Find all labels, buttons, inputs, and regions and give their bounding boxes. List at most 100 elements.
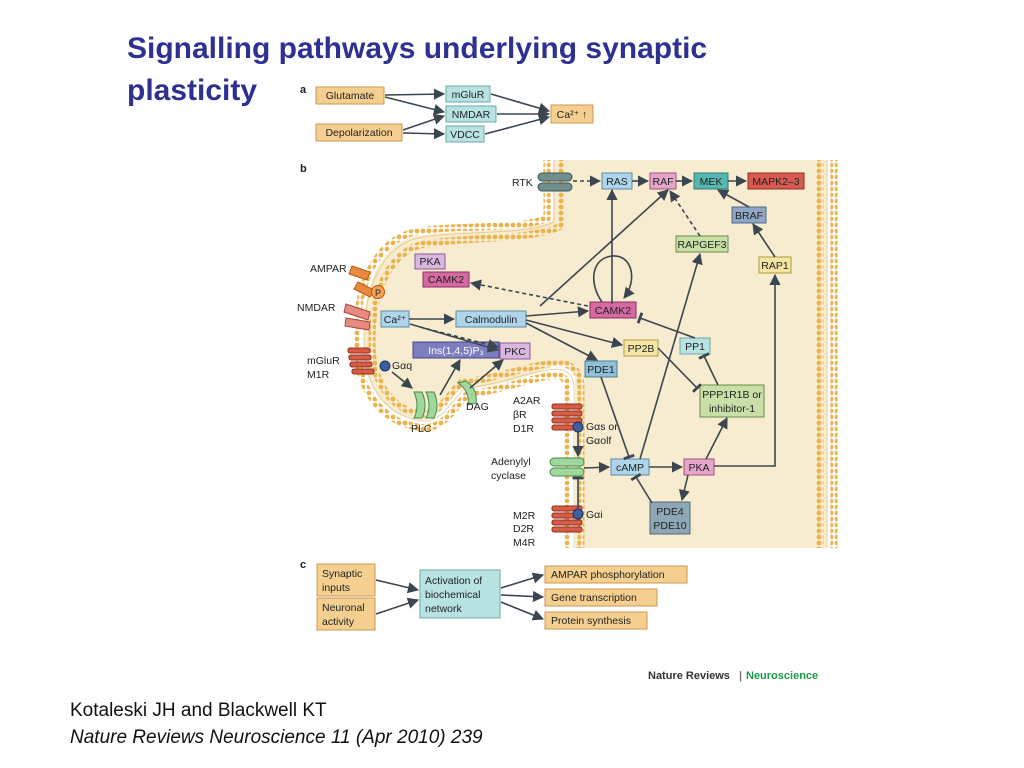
panel-a: a Glutamate Depolarization mGluR NMDAR V… <box>300 84 594 143</box>
pathway-arrows <box>391 175 781 508</box>
panel-c-label: c <box>300 559 306 571</box>
phospho-label: P <box>375 288 381 298</box>
activation-label-3: network <box>425 603 463 615</box>
panel-c-arrows <box>375 572 545 621</box>
activation-box <box>419 569 501 619</box>
mapk-label: MAPK2–3 <box>752 176 799 188</box>
pde4-box <box>649 501 691 535</box>
neuronal-activity-box <box>316 597 376 631</box>
vdcc-box-a <box>445 125 485 143</box>
adenylyl-label: Adenylyl <box>491 456 531 468</box>
golf-label: Gαolf <box>586 435 611 447</box>
synaptic-inputs-label-1: Synaptic <box>322 568 362 580</box>
panel-b: b <box>297 160 838 549</box>
ras-label: RAS <box>606 176 628 188</box>
synaptic-inputs-box <box>316 563 376 597</box>
mglur-label-a: mGluR <box>452 89 485 101</box>
dag-label: DAG <box>466 401 489 413</box>
mglur-label-b: mGluR <box>307 355 340 367</box>
protein-synthesis-box <box>544 611 648 630</box>
camp-label: cAMP <box>616 462 644 474</box>
calmodulin-label: Calmodulin <box>465 314 518 326</box>
activation-label-2: biochemical <box>425 589 480 601</box>
protein-synthesis-label: Protein synthesis <box>551 615 631 627</box>
vdcc-label-a: VDCC <box>450 129 480 141</box>
camk2-box <box>589 301 637 319</box>
ampar-phosphorylation-box <box>544 565 688 584</box>
braf-label: BRAF <box>735 210 763 222</box>
rtk-label: RTK <box>512 177 533 189</box>
depolarization-box <box>315 123 403 142</box>
node-labels: RAS RAF MEK MAPK2–3 BRAF RAPGEF3 RAP1 PK… <box>384 176 800 532</box>
pka-spine-box <box>414 253 446 270</box>
gs-label: Gαs or <box>586 421 618 433</box>
panel-a-label: a <box>300 84 307 96</box>
m4r-label: M4R <box>513 537 536 549</box>
gene-transcription-box <box>544 588 658 607</box>
ppp1r1b-label-2: inhibitor-1 <box>709 403 755 415</box>
neuronal-activity-label-1: Neuronal <box>322 602 365 614</box>
d1r-label: D1R <box>513 423 534 435</box>
mek-label: MEK <box>700 176 723 188</box>
calcium-up-box <box>550 104 594 124</box>
membrane-labels: RTK AMPAR NMDAR mGluR M1R PLC DAG A2AR β… <box>297 177 618 549</box>
pp2b-label: PP2B <box>628 343 655 355</box>
cyclase-label: cyclase <box>491 470 526 482</box>
branding-separator: | <box>739 670 742 682</box>
branding-section: Neuroscience <box>746 670 818 682</box>
citation-authors: Kotaleski JH and Blackwell KT <box>70 700 327 721</box>
slide-title: Signalling pathways underlying synaptic … <box>127 32 708 107</box>
pkc-label: PKC <box>504 346 526 358</box>
citation-journal: Nature Reviews Neuroscience 11 (Apr 2010… <box>70 727 483 748</box>
d2r-label: D2R <box>513 523 534 535</box>
calmodulin-box <box>455 310 527 328</box>
m1r-label: M1R <box>307 369 330 381</box>
pka-box <box>683 458 715 476</box>
neuronal-activity-label-2: activity <box>322 616 355 628</box>
rapgef3-label: RAPGEF3 <box>677 239 726 251</box>
gq-label: Gαq <box>392 360 412 372</box>
pde10-label: PDE10 <box>653 520 686 532</box>
br-label: βR <box>513 409 527 421</box>
membrane-proteins <box>343 172 585 533</box>
camk2-spine-box <box>422 271 470 288</box>
rapgef3-box <box>675 235 729 253</box>
pkc-box <box>499 342 531 360</box>
ca-label: Ca²⁺ <box>384 314 407 326</box>
panel-c: c Synaptic inputs Neuronal activity Acti… <box>300 559 688 631</box>
rap1-label: RAP1 <box>761 260 789 272</box>
pka-spine-label: PKA <box>419 256 440 268</box>
membrane-inner <box>363 160 828 548</box>
ppp1r1b-box <box>699 384 765 418</box>
mapk-box <box>747 172 805 190</box>
nmdar-label-b: NMDAR <box>297 302 336 314</box>
nmdar-label-a: NMDAR <box>452 109 491 121</box>
m2r-label: M2R <box>513 510 536 522</box>
gi-label: Gαi <box>586 509 603 521</box>
node-boxes <box>380 172 805 535</box>
membrane <box>353 160 838 548</box>
nmdar-box-a <box>445 105 497 123</box>
journal-branding: Nature Reviews | Neuroscience <box>648 670 818 682</box>
ppp1r1b-label-1: PPP1R1B or <box>702 389 762 401</box>
panel-b-label: b <box>300 163 307 175</box>
ampar-label: AMPAR <box>310 263 347 275</box>
pde4-label: PDE4 <box>656 506 684 518</box>
synaptic-inputs-label-2: inputs <box>322 582 350 594</box>
a2ar-label: A2AR <box>513 395 541 407</box>
pde1-label: PDE1 <box>587 364 615 376</box>
depolarization-label: Depolarization <box>325 127 392 139</box>
branding-journal: Nature Reviews <box>648 670 730 682</box>
glutamate-box <box>315 86 385 105</box>
activation-label-1: Activation of <box>425 575 482 587</box>
plc-label: PLC <box>411 423 432 435</box>
gene-transcription-label: Gene transcription <box>551 592 637 604</box>
signalling-figure: a Glutamate Depolarization mGluR NMDAR V… <box>297 84 838 682</box>
glutamate-label: Glutamate <box>326 90 375 102</box>
calcium-up-label: Ca²⁺ ↑ <box>557 109 588 121</box>
pka-label: PKA <box>688 462 709 474</box>
camk2-spine-label: CAMK2 <box>428 274 464 286</box>
raf-label: RAF <box>653 176 674 188</box>
ins-label: Ins(1,4,5)P₃ <box>428 345 484 357</box>
mglur-box-a <box>445 85 491 103</box>
